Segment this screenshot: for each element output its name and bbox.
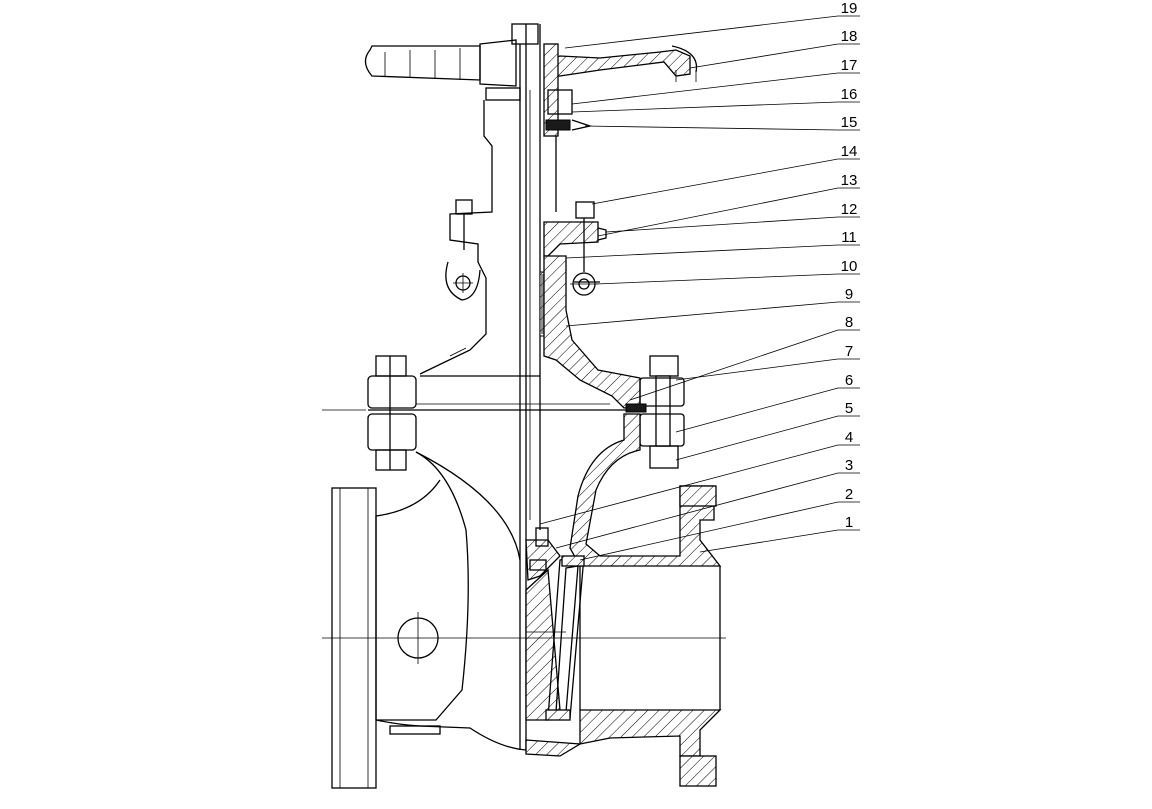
leader-line-5: [675, 415, 860, 461]
leader-line-3: [555, 472, 860, 549]
callout-label-17: 17: [841, 57, 858, 74]
callout-label-1: 1: [845, 514, 853, 531]
callout-label-18: 18: [841, 28, 858, 45]
callout-label-3: 3: [845, 457, 853, 474]
leader-line-7: [675, 358, 860, 381]
leader-line-2: [579, 501, 860, 561]
leader-line-18: [689, 43, 860, 69]
part-callouts: 19 18 17 16 15 14 13 12 11 10 9 8 7 6 5 4 3 2 1: [539, 0, 860, 561]
body-flange: [367, 355, 685, 471]
leader-line-6: [675, 387, 860, 433]
callout-label-4: 4: [845, 429, 853, 446]
leader-line-4: [539, 444, 860, 525]
callout-label-10: 10: [841, 258, 858, 275]
callout-label-12: 12: [841, 201, 858, 218]
center-lines: [322, 409, 726, 639]
leader-line-15: [584, 125, 860, 131]
leader-line-14: [591, 158, 860, 205]
callout-label-11: 11: [841, 229, 857, 246]
wedge: [525, 527, 585, 721]
leader-line-9: [565, 301, 860, 327]
leader-line-10: [595, 273, 860, 285]
leader-line-17: [571, 72, 860, 105]
leader-line-13: [597, 187, 860, 237]
leader-line-16: [571, 101, 860, 113]
callout-label-8: 8: [845, 314, 853, 331]
callout-label-13: 13: [841, 172, 858, 189]
valve-body: [331, 413, 722, 789]
callout-label-7: 7: [845, 343, 853, 360]
handwheel: [364, 39, 698, 87]
callout-label-15: 15: [841, 114, 858, 131]
callout-label-14: 14: [841, 143, 858, 160]
leader-line-19: [564, 15, 860, 49]
callout-label-2: 2: [845, 486, 853, 503]
callout-label-6: 6: [845, 372, 853, 389]
callout-label-5: 5: [845, 400, 853, 417]
callout-label-9: 9: [845, 286, 853, 303]
leader-line-11: [565, 244, 860, 259]
callout-label-16: 16: [841, 86, 858, 103]
callout-label-19: 19: [841, 0, 858, 17]
yoke: [419, 100, 557, 375]
leader-line-12: [605, 216, 860, 233]
leader-line-1: [699, 529, 860, 553]
